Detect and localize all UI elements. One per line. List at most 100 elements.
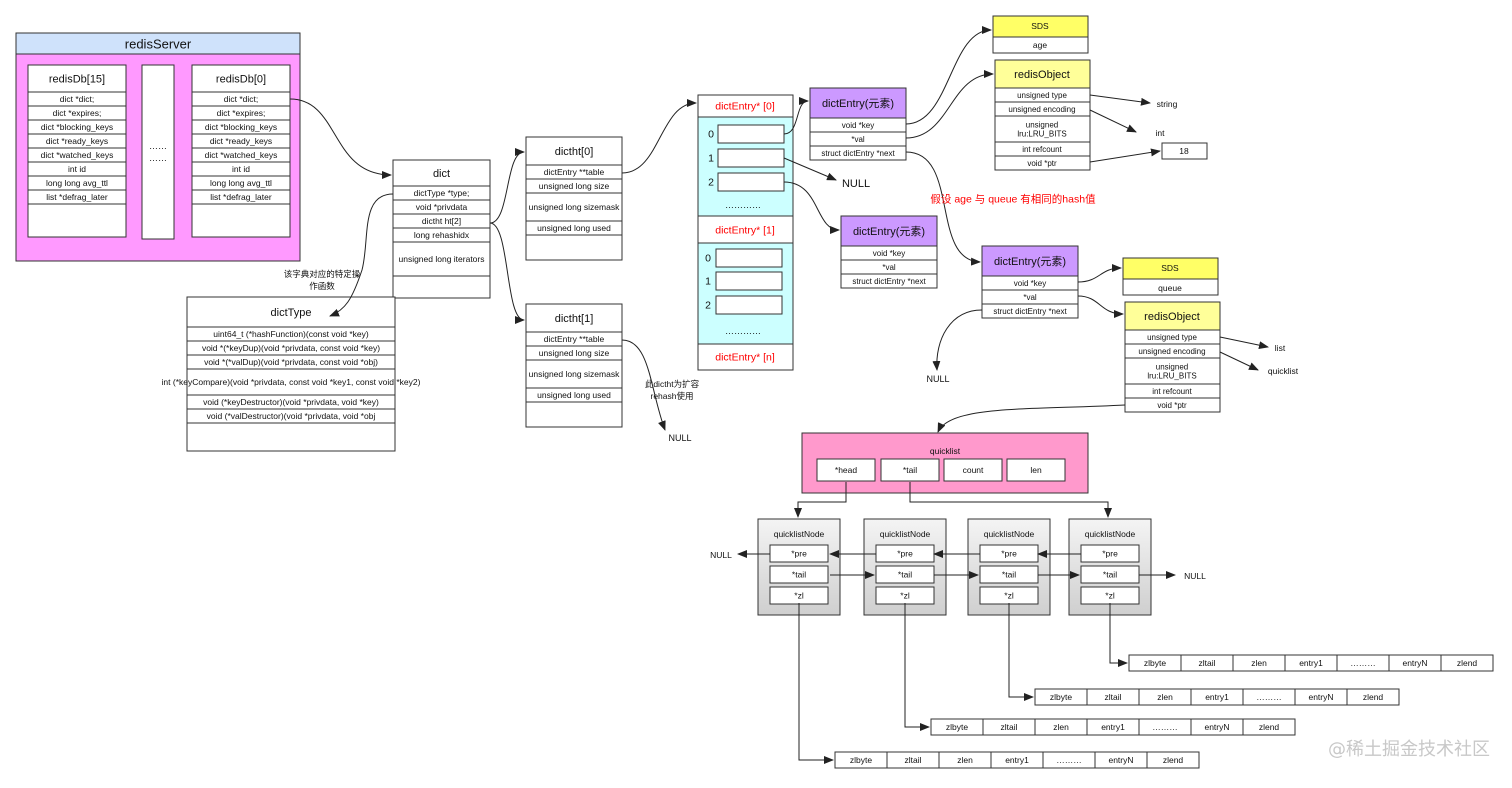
quicklist-node-field-box: [769, 565, 829, 584]
quicklist-node-field: *pre: [897, 548, 913, 558]
dictht1-field: unsigned long used: [537, 390, 611, 400]
redisdb-0-field: int id: [232, 164, 250, 174]
bucket-slot: [715, 248, 783, 268]
redisdb-15-title: redisDb[15]: [49, 73, 105, 85]
robj-top-field: void *ptr: [1027, 159, 1057, 168]
redisdb-15-field: dict *expires;: [53, 108, 102, 118]
dict-entry-c-field: *val: [1023, 293, 1037, 302]
arrow-tail-node: [909, 482, 1112, 518]
dict-title: dict: [433, 168, 450, 180]
ziplist-3-label: zlen: [1157, 692, 1173, 702]
dict-field: long rehashidx: [414, 230, 470, 240]
dict-entry-c-field: void *key: [1014, 279, 1046, 288]
quicklist-node-field: *pre: [1001, 548, 1017, 558]
robj-top-field: unsigned type: [1017, 91, 1067, 100]
quicklist-title: quicklist: [930, 446, 961, 456]
ziplist-1-label: zlend: [1163, 755, 1184, 765]
ziplist-1-label: ………: [1056, 755, 1082, 765]
redisdb-0-box: [191, 64, 291, 238]
arrow-dict-dictht0: [489, 148, 525, 224]
redisdb-ellipsis-1: ……: [149, 141, 167, 151]
ziplist-3-label: ………: [1256, 692, 1282, 702]
ziplist-2-label: ………: [1152, 722, 1178, 732]
node-pre-null: NULL: [710, 550, 732, 560]
robj-top-field: unsigned encoding: [1008, 105, 1075, 114]
dict-entry-c-field: struct dictEntry *next: [993, 307, 1067, 316]
ziplist-2-label: entry1: [1101, 722, 1125, 732]
quicklist-node-field: *zl: [900, 590, 910, 600]
bucket-slot: [715, 271, 783, 291]
bucket-slot: [717, 148, 785, 168]
quicklist-field: *head: [835, 465, 857, 475]
arrow-next-null: [932, 309, 983, 371]
ziplist-1-cell: [1146, 751, 1200, 769]
sds-top-title: SDS: [1031, 21, 1049, 31]
redisdb-0-field: dict *dict;: [224, 94, 259, 104]
dict-entry-b-field: *val: [882, 263, 896, 272]
ziplist-1-label: entryN: [1108, 755, 1133, 765]
watermark: @稀土掘金技术社区: [1328, 739, 1490, 760]
quicklist-node-field: *zl: [794, 590, 804, 600]
ziplist-4-label: ………: [1350, 658, 1376, 668]
ziplist-4-label: zlend: [1457, 658, 1478, 668]
robj-top-title: redisObject: [1014, 69, 1070, 81]
dicttype-box: [186, 296, 396, 452]
dict-entry-b-title: dictEntry(元素): [853, 225, 925, 238]
bucket-dots-0: …………: [725, 200, 761, 210]
arrow-val-robj: [905, 70, 994, 139]
ziplist-2-cell: [1242, 718, 1296, 736]
dict-box: [392, 159, 491, 299]
redis-server-title: redisServer: [125, 37, 192, 52]
arrow-dict-dicttype: [329, 193, 394, 317]
ziplist-4-label: entry1: [1299, 658, 1323, 668]
redisdb-15-field: int id: [68, 164, 86, 174]
dictht1-field: dictEntry **table: [544, 334, 605, 344]
bucket-header-1: dictEntry* [1]: [715, 225, 775, 237]
quicklist-node-field: *tail: [1103, 569, 1117, 579]
ziplist-3-label: zlbyte: [1050, 692, 1072, 702]
redisdb-0-field: long long avg_ttl: [210, 178, 272, 188]
bucket-index: 1: [705, 276, 711, 288]
redisdb-15-field: dict *ready_keys: [46, 136, 108, 146]
redisdb-0-field: list *defrag_later: [210, 192, 272, 202]
dict-field: dictht ht[2]: [422, 216, 461, 226]
redisdb-0-field: dict *watched_keys: [205, 150, 278, 160]
bucket-index: 2: [705, 300, 711, 312]
ziplist-3-cell: [1346, 688, 1400, 706]
bucket-array-1-header: [697, 215, 794, 244]
arrow-val-robj-bottom: [1077, 295, 1124, 318]
arrow-zl-4: [1109, 603, 1128, 667]
ziplist-3-label: entryN: [1308, 692, 1333, 702]
redisdb-15-field: list *defrag_later: [46, 192, 108, 202]
arrow-encoding-quicklist: [1219, 351, 1259, 371]
quicklist-node-title: quicklistNode: [1085, 529, 1136, 539]
ziplist-4-label: zlen: [1251, 658, 1267, 668]
redisdb-0-title: redisDb[0]: [216, 73, 266, 85]
bucket-index: 1: [708, 153, 714, 165]
ziplist-4-label: entryN: [1402, 658, 1427, 668]
entry-next-null: NULL: [926, 374, 949, 384]
redisdb-0-field: dict *blocking_keys: [205, 122, 277, 132]
arrow-zl-1: [798, 603, 834, 764]
sds-top-header: [992, 15, 1089, 38]
arrow-dict-dictht1: [489, 222, 525, 324]
arrow-zl-2: [904, 603, 930, 731]
dictht1-field: unsigned long size: [539, 348, 610, 358]
robj-bottom-field: unsigned type: [1147, 333, 1197, 342]
bucket-slot: [717, 172, 785, 192]
robj-top-type-value: string: [1157, 99, 1178, 109]
dictht1-title: dictht[1]: [555, 313, 594, 325]
redisdb-15-field: dict *blocking_keys: [41, 122, 113, 132]
ziplist-3-label: zlend: [1363, 692, 1384, 702]
robj-top-ptr-value: 18: [1179, 146, 1189, 156]
dict-field: unsigned long iterators: [398, 254, 484, 264]
bucket-index: 0: [708, 129, 714, 141]
arrow-key-sds-bottom: [1077, 264, 1122, 283]
dict-field: dictType *type;: [414, 188, 470, 198]
redisdb-ellipsis-box: [141, 64, 175, 240]
bucket-header-0: dictEntry* [0]: [715, 101, 775, 113]
bucket-slot: [715, 295, 783, 315]
quicklist-field-box: [1006, 458, 1066, 482]
ziplist-2-label: zlend: [1259, 722, 1280, 732]
